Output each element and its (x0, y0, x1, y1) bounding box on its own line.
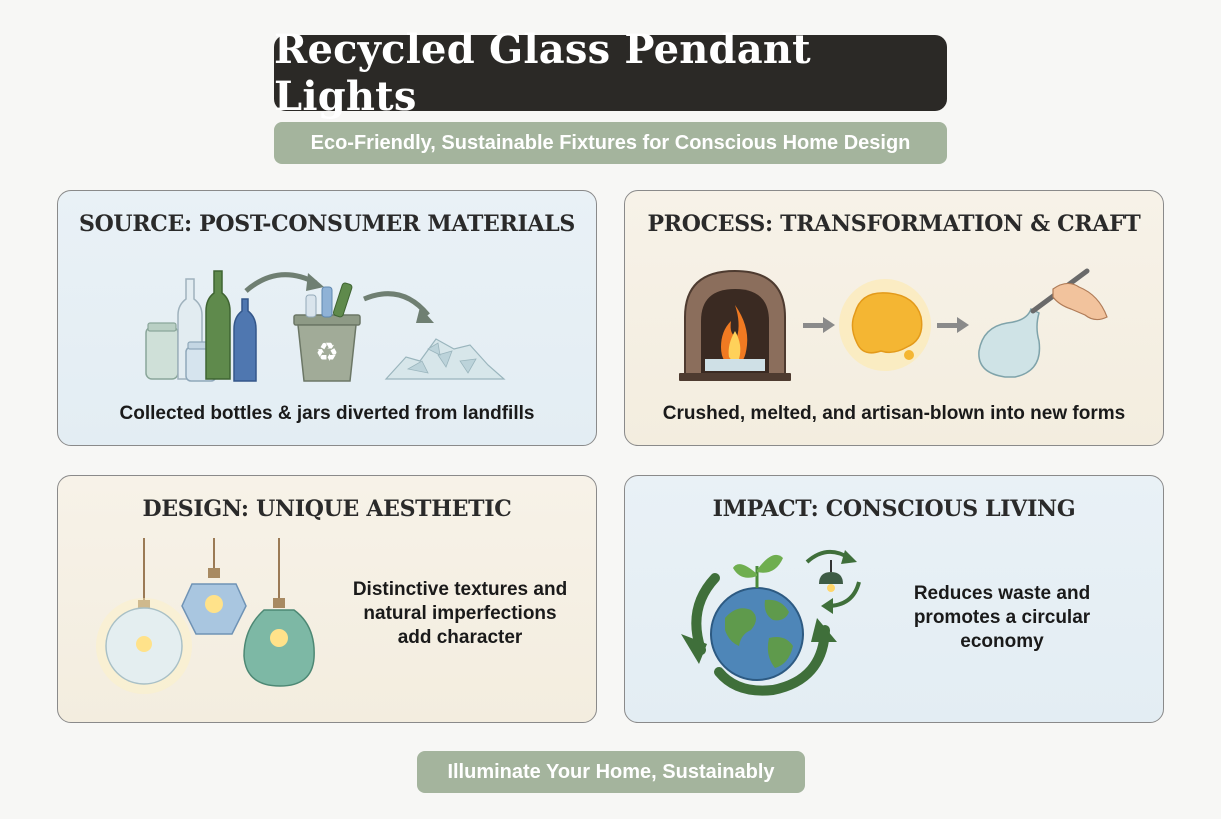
molten-glass-icon (839, 279, 931, 371)
sprout-icon (733, 554, 783, 588)
recycle-bin-icon: ♻ (293, 282, 361, 382)
card-design-caption-line-2: natural imperfections (363, 603, 557, 624)
title-banner: Recycled Glass Pendant Lights (274, 26, 947, 120)
pendant-lights-illustration (96, 538, 315, 694)
footer-banner: Illuminate Your Home, Sustainably (417, 751, 805, 793)
page-subtitle: Eco-Friendly, Sustainable Fixtures for C… (310, 131, 911, 154)
green-pendant-light-icon (243, 538, 315, 687)
clear-pendant-light-icon (96, 538, 192, 694)
card-source-heading: SOURCE: POST-CONSUMER MATERIALS (78, 211, 575, 237)
card-source-caption: Collected bottles & jars diverted from l… (119, 403, 535, 424)
bottles-recycle-illustration: ♻ (145, 270, 506, 382)
footer-tagline: Illuminate Your Home, Sustainably (447, 760, 775, 783)
crushed-glass-icon (384, 338, 506, 380)
lamp-cycle-icon (805, 550, 861, 614)
blue-bottle-icon (233, 298, 257, 382)
card-process-caption: Crushed, melted, and artisan-blown into … (662, 403, 1126, 424)
card-process: PROCESS: TRANSFORMATION & CRAFT (624, 190, 1164, 446)
card-design-caption: Distinctive textures and natural imperfe… (320, 578, 596, 650)
circular-economy-illustration (681, 550, 861, 696)
circular-arrows-icon (681, 573, 837, 696)
arrow-right-icon (306, 273, 324, 291)
blue-pendant-light-icon (181, 538, 247, 635)
svg-text:♻: ♻ (315, 338, 338, 368)
card-impact-caption: Reduces waste and promotes a circular ec… (877, 582, 1127, 654)
page-title: Recycled Glass Pendant Lights (274, 26, 811, 120)
card-source: SOURCE: POST-CONSUMER MATERIALS (57, 190, 597, 446)
green-bottle-icon (205, 270, 231, 380)
arrow-right-icon (803, 317, 835, 333)
card-design: DESIGN: UNIQUE AESTHETIC Distinctive tex… (57, 475, 597, 723)
arrow-right-icon-2 (937, 317, 969, 333)
glass-jar-icon (145, 322, 179, 380)
card-impact-heading: IMPACT: CONSCIOUS LIVING (712, 496, 1076, 522)
subtitle-banner: Eco-Friendly, Sustainable Fixtures for C… (274, 122, 947, 164)
card-impact: IMPACT: CONSCIOUS LIVING (624, 475, 1164, 723)
card-design-caption-line-1: Distinctive textures and (352, 579, 568, 600)
globe-icon (710, 587, 804, 681)
process-illustration (679, 268, 1108, 381)
card-design-heading: DESIGN: UNIQUE AESTHETIC (142, 496, 512, 522)
glassblowing-icon (978, 268, 1108, 378)
furnace-icon (679, 269, 791, 381)
card-impact-caption-line-3: economy (960, 631, 1044, 652)
card-impact-caption-line-2: promotes a circular (913, 607, 1091, 628)
card-impact-caption-line-1: Reduces waste and (913, 583, 1091, 604)
card-process-heading: PROCESS: TRANSFORMATION & CRAFT (647, 211, 1141, 237)
card-design-caption-line-3: add character (397, 627, 523, 648)
arrow-down-icon (416, 307, 434, 323)
